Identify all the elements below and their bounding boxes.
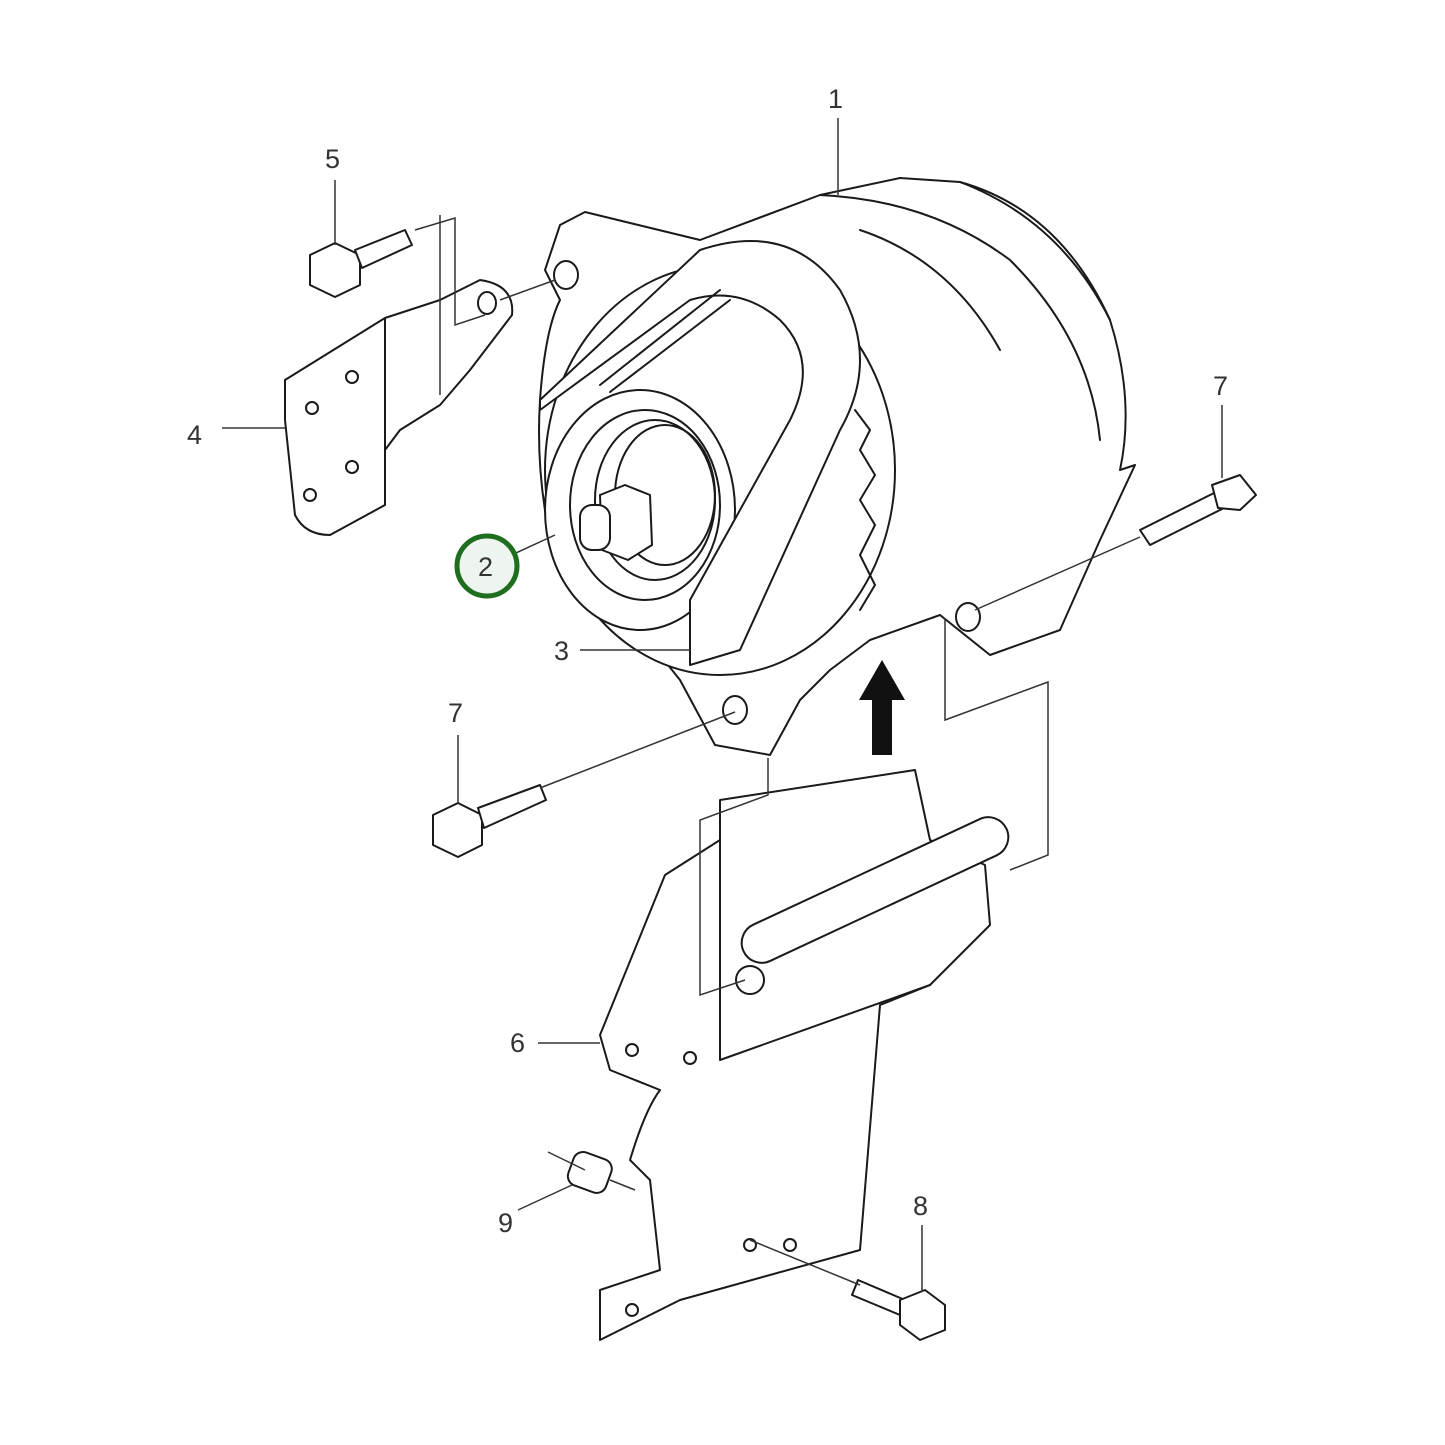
alternator[interactable]: [538, 177, 1136, 756]
bolt-8[interactable]: [851, 1279, 946, 1341]
callout-2[interactable]: 2: [478, 552, 493, 582]
callout-3[interactable]: 3: [554, 636, 569, 666]
bracket-6[interactable]: [599, 769, 1015, 1341]
callout-5[interactable]: 5: [325, 144, 340, 174]
callout-6[interactable]: 6: [510, 1028, 525, 1058]
callout-2-highlight[interactable]: 2: [454, 533, 520, 599]
bolt-7-right[interactable]: [1139, 474, 1257, 546]
callout-7-left[interactable]: 7: [448, 698, 463, 728]
leader-lines: [222, 118, 1223, 1292]
spacer-9[interactable]: [565, 1149, 615, 1196]
bolt-7-left[interactable]: [432, 784, 547, 858]
callout-1[interactable]: 1: [828, 84, 843, 114]
arrow-up-icon: [859, 660, 905, 755]
bolt-5[interactable]: [309, 229, 413, 298]
callout-4[interactable]: 4: [187, 420, 202, 450]
callout-8[interactable]: 8: [913, 1191, 928, 1221]
bracket-4[interactable]: [284, 279, 514, 536]
callout-9[interactable]: 9: [498, 1208, 513, 1238]
callout-7-right[interactable]: 7: [1213, 371, 1228, 401]
